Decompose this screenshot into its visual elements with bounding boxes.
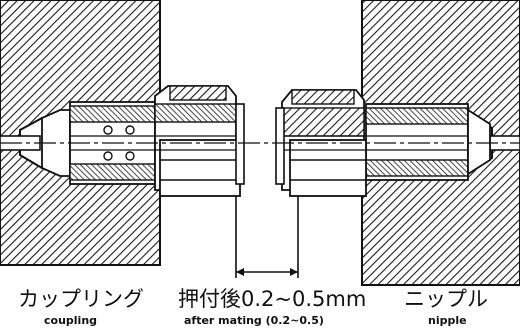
coupling-label-jp: カップリング	[18, 287, 144, 311]
left-panel-wall	[0, 0, 161, 266]
coupling-assembly	[41, 85, 245, 197]
mating-label-en: after mating (0.2~0.5)	[184, 314, 324, 327]
nipple-label-en: nipple	[428, 314, 467, 327]
mating-label-jp: 押付後0.2~0.5mm	[178, 287, 366, 311]
coupling-label-en: coupling	[44, 314, 97, 327]
nipple-assembly	[275, 89, 491, 197]
gap-dimension	[235, 196, 299, 278]
nipple-label-jp: ニップル	[404, 287, 488, 311]
